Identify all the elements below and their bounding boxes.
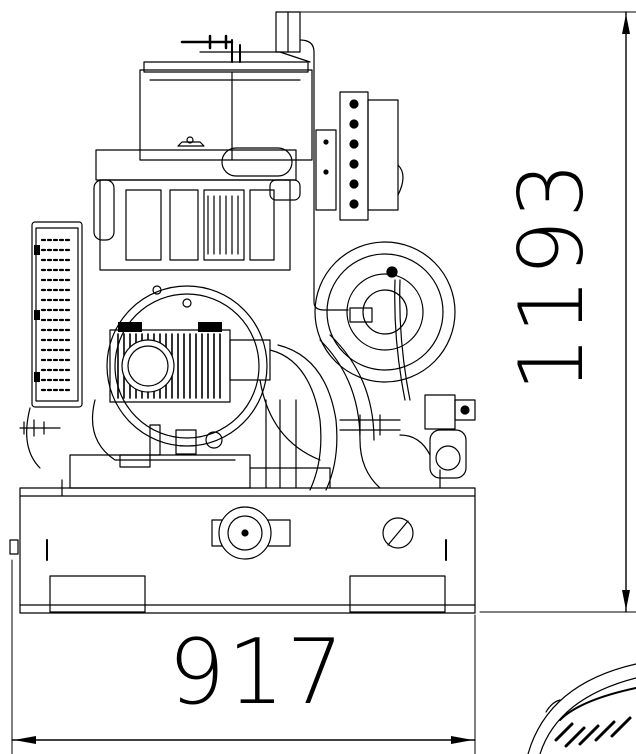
- width-dimension-label: 917: [168, 620, 346, 725]
- detail-view-partial: [527, 663, 636, 754]
- pump-head: [109, 322, 271, 403]
- flywheel: [106, 285, 268, 447]
- fill-cap: [382, 517, 414, 549]
- water-tank: [139, 34, 313, 161]
- hoses: [91, 334, 381, 491]
- exhaust-pipe: [275, 11, 349, 311]
- engine: [93, 147, 301, 271]
- height-dimension-label: 1193: [500, 160, 603, 392]
- base-frame: [9, 487, 476, 614]
- width-dimension-line: [11, 559, 476, 754]
- valve-manifold: [315, 91, 404, 221]
- pressure-switch: [339, 394, 476, 479]
- engine-mount: [61, 424, 441, 497]
- height-dimension-line: [299, 11, 636, 613]
- hose-reel: [314, 241, 456, 401]
- radiator: [19, 221, 83, 469]
- drain-plug: [211, 506, 291, 560]
